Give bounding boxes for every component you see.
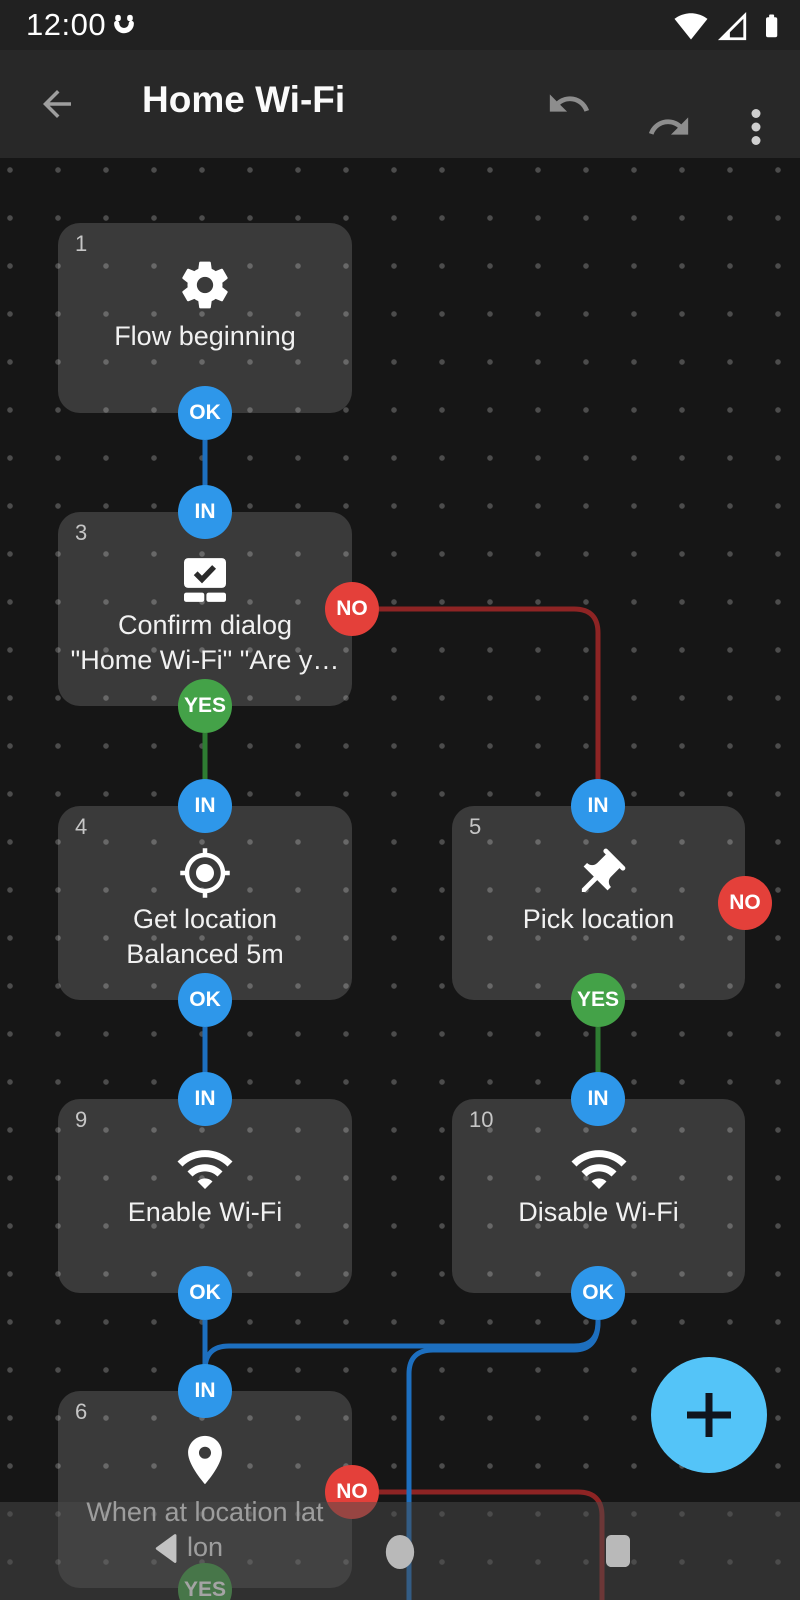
add-block-fab[interactable] [651,1357,767,1473]
wifi-icon [58,1139,352,1199]
app-bar: Home Wi-Fi [0,50,800,158]
block-subtitle: "Home Wi-Fi" "Are y… [70,645,340,675]
port-out-no[interactable]: NO [718,876,772,930]
block-number: 6 [75,1399,88,1424]
back-arrow-icon[interactable] [36,83,78,125]
block-title: Pick location [522,904,675,934]
nav-back-icon[interactable] [151,1530,184,1572]
block-enable-wifi[interactable]: 9 Enable Wi-Fi [58,1099,352,1293]
status-time: 12:00 [26,7,107,42]
block-subtitle: Balanced 5m [126,939,284,969]
block-get-location[interactable]: 4 Get location Balanced 5m [58,806,352,1000]
port-in[interactable]: IN [178,485,232,539]
my-location-icon [58,846,352,900]
push-pin-icon [452,846,745,904]
port-in[interactable]: IN [178,1072,232,1126]
block-confirm-dialog[interactable]: 3 Confirm dialog "Home Wi-Fi" "Are y… [58,512,352,706]
block-number: 9 [75,1107,88,1132]
block-number: 5 [469,814,482,839]
block-title: Disable Wi-Fi [518,1197,679,1227]
port-in[interactable]: IN [571,1072,625,1126]
block-title: Enable Wi-Fi [127,1197,283,1227]
port-out-ok[interactable]: OK [571,1266,625,1320]
page-title: Home Wi-Fi [142,79,346,120]
port-in[interactable]: IN [178,1364,232,1418]
block-pick-location[interactable]: 5 Pick location [452,806,745,1000]
confirm-dialog-icon [58,552,352,608]
block-number: 4 [75,814,88,839]
nav-recents-icon[interactable] [602,1530,634,1577]
wifi-status-icon [674,9,708,48]
block-number: 10 [469,1107,494,1132]
battery-icon [756,9,786,48]
cell-signal-icon [715,9,749,48]
port-out-yes[interactable]: YES [571,973,625,1027]
port-out-ok[interactable]: OK [178,1266,232,1320]
port-in[interactable]: IN [178,779,232,833]
gear-icon [58,257,352,313]
block-title: Confirm dialog [117,610,293,640]
port-in[interactable]: IN [571,779,625,833]
plus-icon [687,1393,731,1437]
block-flow-beginning[interactable]: 1 Flow beginning [58,223,352,413]
port-out-yes[interactable]: YES [178,679,232,733]
overflow-menu-icon[interactable] [738,104,774,150]
wifi-icon [452,1139,745,1199]
place-pin-icon [58,1431,352,1489]
nav-home-icon[interactable] [383,1530,417,1579]
block-disable-wifi[interactable]: 10 Disable Wi-Fi [452,1099,745,1293]
block-number: 3 [75,520,88,545]
block-title: Get location [132,904,278,934]
nav-bar [0,1502,800,1600]
block-title: Flow beginning [114,321,296,351]
port-out-ok[interactable]: OK [178,973,232,1027]
port-out-ok[interactable]: OK [178,386,232,440]
port-out-no[interactable]: NO [325,582,379,636]
redo-icon[interactable] [646,104,692,150]
block-number: 1 [75,231,88,256]
undo-icon[interactable] [546,81,592,127]
flow-canvas[interactable] [0,158,800,1600]
automate-smiley-icon [106,7,142,48]
status-bar: 12:00 [0,0,800,50]
